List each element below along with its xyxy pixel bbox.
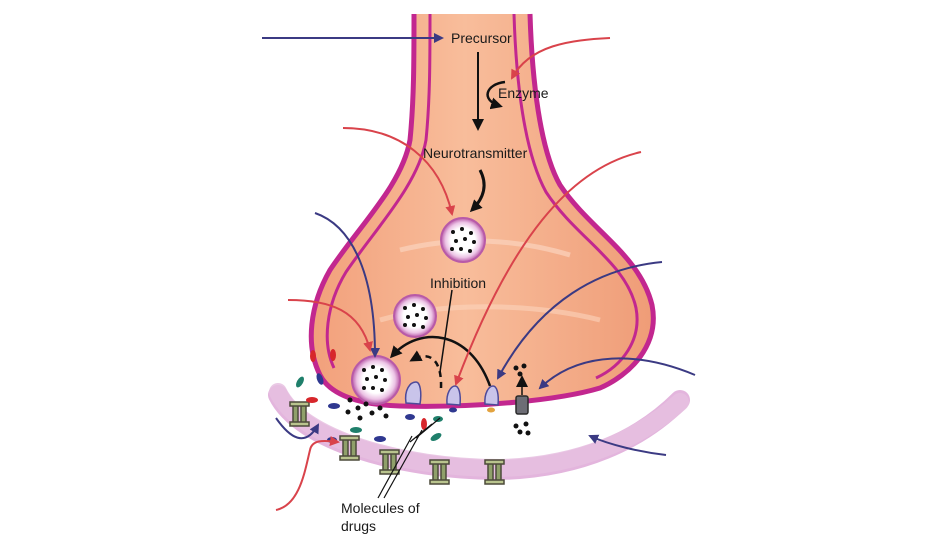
postsynaptic-receptor [289, 401, 310, 427]
blue-arrow-postsynaptic [588, 434, 667, 456]
transported-molecules [513, 363, 531, 436]
terminal-highlight [399, 238, 571, 258]
presynaptic-terminal [311, 14, 654, 407]
red-arrow-postsynaptic [275, 436, 340, 511]
blue-arrow-autoreceptor [497, 261, 663, 380]
packaging-arrow [469, 169, 486, 213]
autoreceptor [446, 385, 461, 413]
postsynaptic-receptor [339, 435, 360, 461]
vesicle-fusing [351, 355, 401, 405]
autoreceptor [404, 381, 422, 405]
label-drugs-line1: Molecules of [341, 500, 420, 516]
reuptake-transporter [484, 385, 499, 413]
red-arrow-enzyme [511, 37, 611, 80]
red-arrow-vesicle-storage [342, 127, 456, 216]
reuptake-arrow [389, 335, 492, 387]
label-precursor: Precursor [451, 30, 512, 46]
presynaptic-inner-membrane [325, 13, 432, 369]
enzyme-arrow [486, 80, 506, 110]
postsynaptic-receptor [484, 459, 505, 485]
postsynaptic-receptor [429, 459, 450, 485]
label-enzyme: Enzyme [498, 85, 549, 101]
inhibited-reuptake-arrow [409, 350, 443, 389]
red-arrow-release [287, 299, 373, 352]
blue-arrow-channel [538, 357, 696, 390]
released-neurotransmitter [345, 397, 389, 421]
presynaptic-inner-membrane [512, 13, 639, 380]
blue-arrow-vesicle [314, 212, 380, 358]
vesicle [393, 294, 437, 338]
drug-pointer-lines [377, 417, 441, 499]
presynaptic-membrane [308, 13, 656, 409]
label-drugs-line2: drugs [341, 518, 376, 534]
label-neurotransmitter: Neurotransmitter [423, 145, 528, 161]
red-arrow-reuptake [454, 151, 642, 386]
ion-channel [515, 395, 529, 415]
inhibition-pointer [439, 289, 453, 373]
blue-arrow-receptor [275, 417, 319, 440]
vesicle [440, 217, 486, 263]
label-inhibition: Inhibition [430, 275, 486, 291]
